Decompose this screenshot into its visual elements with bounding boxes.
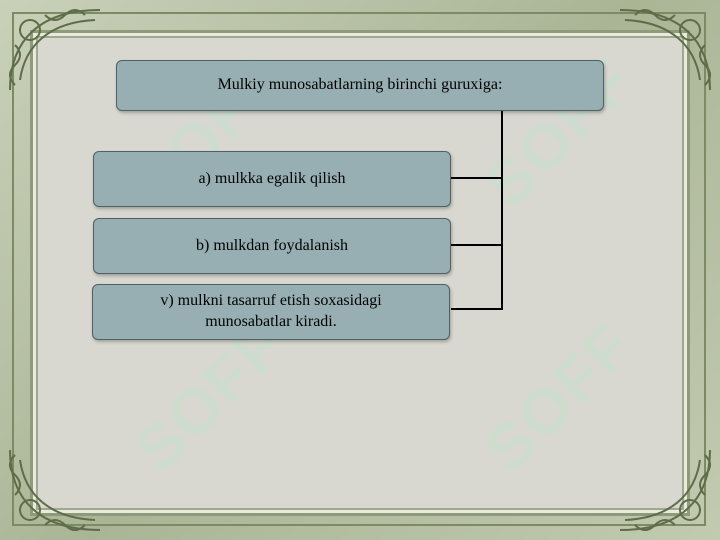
bottom-right-ornament-icon xyxy=(619,449,711,531)
root-box: Mulkiy munosabatlarning birinchi guruxig… xyxy=(116,60,604,111)
connector-item-b xyxy=(451,244,503,246)
item-box-a: a) mulkka egalik qilish xyxy=(93,151,451,207)
item-box-v: v) mulkni tasarruf etish soxasidagi muno… xyxy=(92,284,450,340)
frame-border xyxy=(12,12,706,526)
connector-item-a xyxy=(451,177,503,179)
item-box-b: b) mulkdan foydalanish xyxy=(93,218,451,274)
top-right-ornament-icon xyxy=(619,9,711,91)
bottom-left-ornament-icon xyxy=(9,449,101,531)
item-label-v: v) mulkni tasarruf etish soxasidagi muno… xyxy=(160,292,382,330)
root-label: Mulkiy munosabatlarning birinchi guruxig… xyxy=(217,76,503,94)
item-label-a: a) mulkka egalik qilish xyxy=(198,169,346,187)
connector-item-v xyxy=(451,308,503,310)
connector-vertical xyxy=(501,110,503,310)
top-left-ornament-icon xyxy=(9,9,101,91)
item-label-b: b) mulkdan foydalanish xyxy=(196,236,348,254)
